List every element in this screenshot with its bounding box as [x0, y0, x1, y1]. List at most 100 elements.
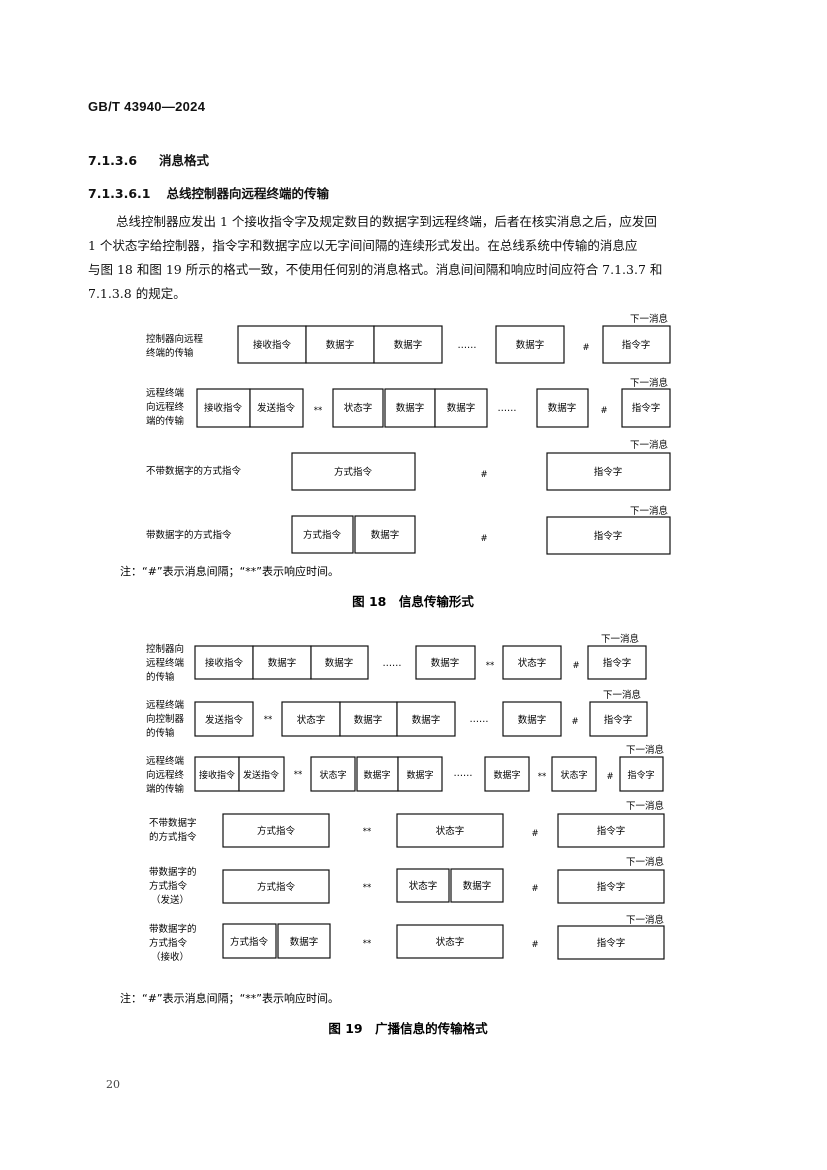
fig19-row-1: 控制器向 远程终端 的传输 接收指令 数据字 数据字 …… 数据字 ** 状态字… [146, 633, 647, 683]
fig19-row-2: 远程终端 向控制器 的传输 发送指令 ** 状态字 数据字 数据字 …… 数据字… [146, 689, 648, 739]
command-word [557, 925, 665, 960]
message-gap-mark: # [480, 534, 487, 544]
word-label: 方式指令 [334, 466, 373, 478]
data-word [450, 868, 504, 903]
data-word [536, 388, 589, 428]
row-label: 端的传输 [146, 415, 185, 427]
paragraph-line: 7.1.3.8 的规定。 [88, 286, 186, 301]
next-message-label: 下一消息 [630, 377, 668, 389]
receive-command-word [194, 756, 240, 792]
word-label: 状态字 [560, 769, 587, 781]
status-word [396, 868, 450, 903]
next-message-label: 下一消息 [630, 439, 668, 451]
command-word [546, 516, 671, 555]
figure-18: 控制器向远程 终端的传输 接收指令 数据字 数据字 …… 数据字 # 下一消息 … [120, 313, 671, 609]
row-label: 的方式指令 [149, 831, 197, 843]
word-label: 状态字 [436, 825, 465, 837]
word-label: 指令字 [627, 769, 654, 781]
next-message-label: 下一消息 [626, 744, 664, 756]
word-label: 数据字 [325, 657, 354, 669]
next-message-label: 下一消息 [626, 856, 664, 868]
data-word [356, 756, 399, 792]
body-paragraph: 总线控制器应发出 1 个接收指令字及规定数目的数据字到远程终端，后者在核实消息之… [88, 210, 748, 306]
fig19-row-4: 不带数据字 的方式指令 方式指令 ** 状态字 # 下一消息 指令字 [149, 800, 665, 848]
word-label: 指令字 [597, 937, 626, 949]
message-gap-mark: # [531, 829, 538, 839]
status-word [332, 388, 384, 428]
ellipsis: …… [470, 714, 489, 725]
data-word [434, 388, 488, 428]
word-label: 指令字 [632, 402, 661, 414]
word-label: 状态字 [518, 657, 547, 669]
figure-note: 注：“#”表示消息间隔；“**”表示响应时间。 [120, 564, 339, 578]
response-time-mark: ** [363, 939, 372, 949]
command-word [621, 388, 671, 428]
row-label: 方式指令 [149, 880, 188, 892]
figure-caption: 图 19 广播信息的传输格式 [328, 1021, 488, 1036]
message-gap-mark: # [571, 717, 578, 727]
status-word [396, 924, 504, 959]
command-word [602, 325, 671, 364]
data-word [252, 645, 312, 680]
next-message-label: 下一消息 [601, 633, 639, 645]
row-label: 端的传输 [146, 783, 185, 795]
data-word [310, 645, 369, 680]
response-time-mark: ** [363, 883, 372, 893]
status-word [310, 756, 356, 792]
word-label: 数据字 [548, 402, 577, 414]
command-word [587, 645, 647, 680]
word-label: 指令字 [603, 657, 632, 669]
next-message-label: 下一消息 [630, 505, 668, 517]
fig18-row-2: 远程终端 向远程终 端的传输 接收指令 发送指令 ** 状态字 数据字 数据字 … [146, 377, 671, 428]
word-label: 发送指令 [243, 769, 279, 781]
row-label: 远程终端 [146, 755, 185, 767]
row-label: （接收） [151, 951, 189, 963]
word-label: 数据字 [268, 657, 297, 669]
figure-note: 注：“#”表示消息间隔；“**”表示响应时间。 [120, 991, 339, 1005]
word-label: 接收指令 [199, 769, 235, 781]
word-label: 指令字 [597, 825, 626, 837]
response-time-mark: ** [314, 406, 323, 416]
fig18-row-4: 带数据字的方式指令 方式指令 数据字 # 下一消息 指令字 [146, 505, 671, 555]
ellipsis: …… [458, 340, 477, 351]
word-label: 数据字 [431, 657, 460, 669]
word-label: 数据字 [396, 402, 425, 414]
row-label: 的传输 [146, 727, 175, 739]
row-label: 远程终端 [146, 699, 185, 711]
response-time-mark: ** [538, 772, 547, 782]
figure-caption: 图 18 信息传输形式 [352, 594, 474, 609]
paragraph-line: 1 个状态字给控制器，指令字和数据字应以无字间间隔的连续形式发出。在总线系统中传… [88, 238, 638, 253]
message-gap-mark: # [582, 343, 589, 353]
word-label: 发送指令 [205, 714, 244, 726]
subsection-title: 总线控制器向远程终端的传输 [166, 186, 329, 201]
data-word [277, 923, 331, 959]
row-label: 带数据字的 [149, 923, 197, 935]
word-label: 接收指令 [253, 339, 292, 351]
transmit-command-word [194, 701, 254, 737]
next-message-label: 下一消息 [626, 914, 664, 926]
word-label: 方式指令 [230, 936, 269, 948]
standard-number: GB/T 43940—2024 [88, 99, 206, 114]
word-label: 数据字 [412, 714, 441, 726]
word-label: 接收指令 [205, 657, 244, 669]
receive-command-word [237, 325, 307, 364]
word-label: 状态字 [319, 769, 346, 781]
row-label: 远程终端 [146, 657, 185, 669]
word-label: 指令字 [594, 530, 623, 542]
data-word [415, 645, 476, 680]
word-label: 发送指令 [257, 402, 296, 414]
row-label: 带数据字的 [149, 866, 197, 878]
word-label: 数据字 [516, 339, 545, 351]
transmit-command-word [238, 756, 285, 792]
fig19-row-3: 远程终端 向远程终 端的传输 接收指令 发送指令 ** 状态字 数据字 数据字 … [146, 744, 664, 795]
row-label: 控制器向 [146, 643, 184, 655]
subsection-number: 7.1.3.6.1 [88, 186, 151, 201]
row-label: 向控制器 [146, 713, 185, 725]
ellipsis: …… [454, 768, 473, 779]
mode-command-word [291, 515, 354, 554]
word-label: 指令字 [604, 714, 633, 726]
word-label: 方式指令 [303, 529, 342, 541]
paragraph-line: 与图 18 和图 19 所示的格式一致，不使用任何别的消息格式。消息间间隔和响应… [88, 262, 663, 277]
